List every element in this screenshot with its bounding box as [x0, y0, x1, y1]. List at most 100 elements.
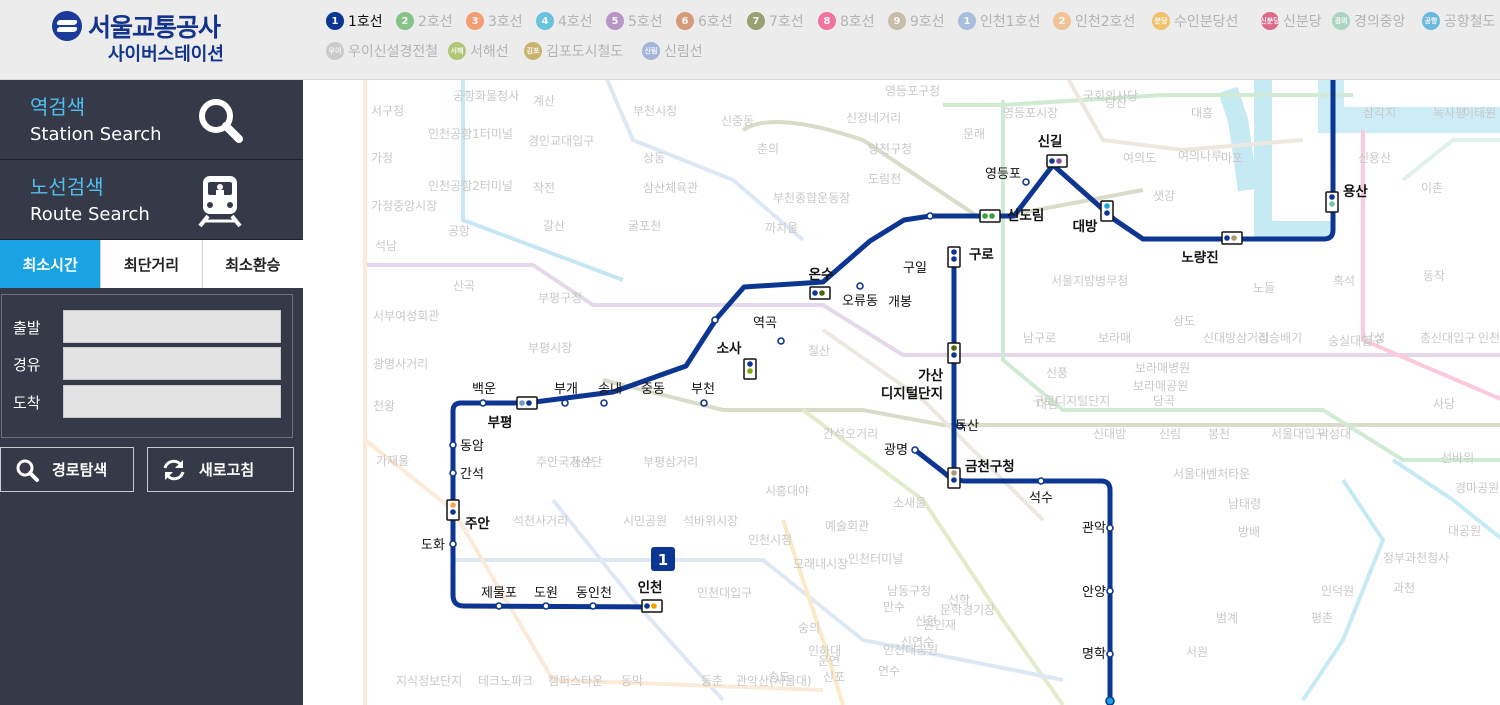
- station-search-menu[interactable]: 역검색 Station Search: [0, 80, 303, 160]
- station-marker[interactable]: [1105, 696, 1115, 705]
- tab-shortest-distance[interactable]: 최단거리: [101, 240, 203, 288]
- station-marker[interactable]: [589, 602, 597, 610]
- station-label-gaebong[interactable]: 개봉: [888, 295, 912, 310]
- station-marker[interactable]: [449, 469, 457, 477]
- station-label-yongsan[interactable]: 용산: [1343, 183, 1368, 200]
- transfer-station-yongsan[interactable]: [1325, 191, 1339, 213]
- station-label-bucheon[interactable]: 부천: [691, 382, 715, 397]
- station-label-sosa[interactable]: 소사: [717, 341, 742, 357]
- station-label-oryudong[interactable]: 오류동: [842, 294, 878, 309]
- station-label-juan[interactable]: 주안: [465, 515, 490, 532]
- transfer-station-guro[interactable]: [947, 246, 961, 268]
- station-marker[interactable]: [1022, 178, 1030, 186]
- logo[interactable]: 서울교통공사 사이버스테이션: [52, 8, 272, 70]
- station-label-dowon[interactable]: 도원: [534, 586, 558, 601]
- transfer-station-singil[interactable]: [1046, 154, 1068, 168]
- station-marker[interactable]: [449, 441, 457, 449]
- station-marker[interactable]: [1106, 650, 1114, 658]
- station-marker[interactable]: [911, 446, 919, 454]
- station-label-guil[interactable]: 구일: [903, 261, 927, 276]
- station-label-baegun[interactable]: 백운: [472, 382, 496, 397]
- station-marker[interactable]: [479, 399, 487, 407]
- via-input[interactable]: [63, 347, 281, 380]
- station-label-yeokgok[interactable]: 역곡: [753, 316, 777, 331]
- station-marker[interactable]: [495, 602, 503, 610]
- station-label-jemulpo[interactable]: 제물포: [481, 586, 517, 601]
- arrival-input[interactable]: [63, 385, 281, 418]
- station-marker[interactable]: [700, 399, 708, 407]
- transfer-station-sosa[interactable]: [743, 358, 757, 380]
- departure-input[interactable]: [63, 310, 281, 343]
- station-label-dongam[interactable]: 동암: [460, 439, 484, 454]
- station-label-gwangmyeong[interactable]: 광명: [884, 443, 908, 458]
- station-label-myeonghak[interactable]: 명학: [1082, 647, 1106, 662]
- station-marker[interactable]: [711, 316, 719, 324]
- station-marker[interactable]: [1106, 524, 1114, 532]
- station-label-geumcheongu[interactable]: 금천구청: [965, 459, 1015, 475]
- station-marker[interactable]: [542, 602, 550, 610]
- station-marker[interactable]: [926, 212, 934, 220]
- station-label-daebang[interactable]: 대방: [1073, 218, 1098, 235]
- transfer-station-noryangjin[interactable]: [1221, 231, 1243, 245]
- station-label-dohwa[interactable]: 도화: [421, 538, 445, 553]
- transfer-station-gasan[interactable]: [947, 342, 961, 364]
- transfer-station-juan[interactable]: [446, 499, 460, 521]
- station-label-bupyeong[interactable]: 부평: [488, 414, 513, 431]
- transfer-station-daebang[interactable]: [1100, 200, 1114, 222]
- station-label-ganseok[interactable]: 간석: [460, 467, 484, 482]
- station-label-noryangjin[interactable]: 노량진: [1181, 249, 1218, 266]
- station-label-jungdong[interactable]: 중동: [641, 382, 665, 397]
- station-label-onsu[interactable]: 온수: [809, 267, 834, 283]
- transfer-station-sindorim[interactable]: [979, 209, 1001, 223]
- station-marker[interactable]: [600, 399, 608, 407]
- station-label-songnae[interactable]: 송내: [598, 382, 622, 397]
- station-marker[interactable]: [777, 337, 785, 345]
- station-marker[interactable]: [561, 399, 569, 407]
- station-label-sindorim[interactable]: 신도림: [1007, 208, 1044, 224]
- station-label-guro[interactable]: 구로: [969, 247, 994, 263]
- station-label-anyang[interactable]: 안양: [1082, 585, 1106, 600]
- station-marker[interactable]: [1106, 587, 1114, 595]
- transfer-station-incheon[interactable]: [641, 599, 663, 613]
- station-label-singil[interactable]: 신길: [1038, 134, 1063, 150]
- station-marker[interactable]: [956, 422, 964, 430]
- station-label-yeongdeungpo[interactable]: 영등포: [985, 167, 1021, 182]
- station-marker[interactable]: [856, 282, 864, 290]
- route-search-button[interactable]: 경로탐색: [0, 447, 134, 492]
- station-marker[interactable]: [449, 540, 457, 548]
- station-label-bugae[interactable]: 부개: [554, 382, 578, 397]
- station-label-dongincheon[interactable]: 동인천: [576, 586, 612, 601]
- station-marker[interactable]: [1037, 477, 1045, 485]
- route-search-menu[interactable]: 노선검색 Route Search: [0, 160, 303, 240]
- station-label-seoksu[interactable]: 석수: [1029, 491, 1053, 506]
- station-label-doksan[interactable]: 독산: [955, 419, 979, 434]
- tab-min-time[interactable]: 최소시간: [0, 240, 102, 288]
- transfer-station-geumcheongu[interactable]: [947, 467, 961, 489]
- tab-min-transfer[interactable]: 최소환승: [202, 240, 303, 288]
- refresh-button[interactable]: 새로고침: [147, 447, 294, 492]
- transfer-station-bupyeong[interactable]: [516, 396, 538, 410]
- station-label-incheon[interactable]: 인천: [638, 579, 663, 596]
- station-label-gwanak[interactable]: 관악: [1082, 521, 1106, 536]
